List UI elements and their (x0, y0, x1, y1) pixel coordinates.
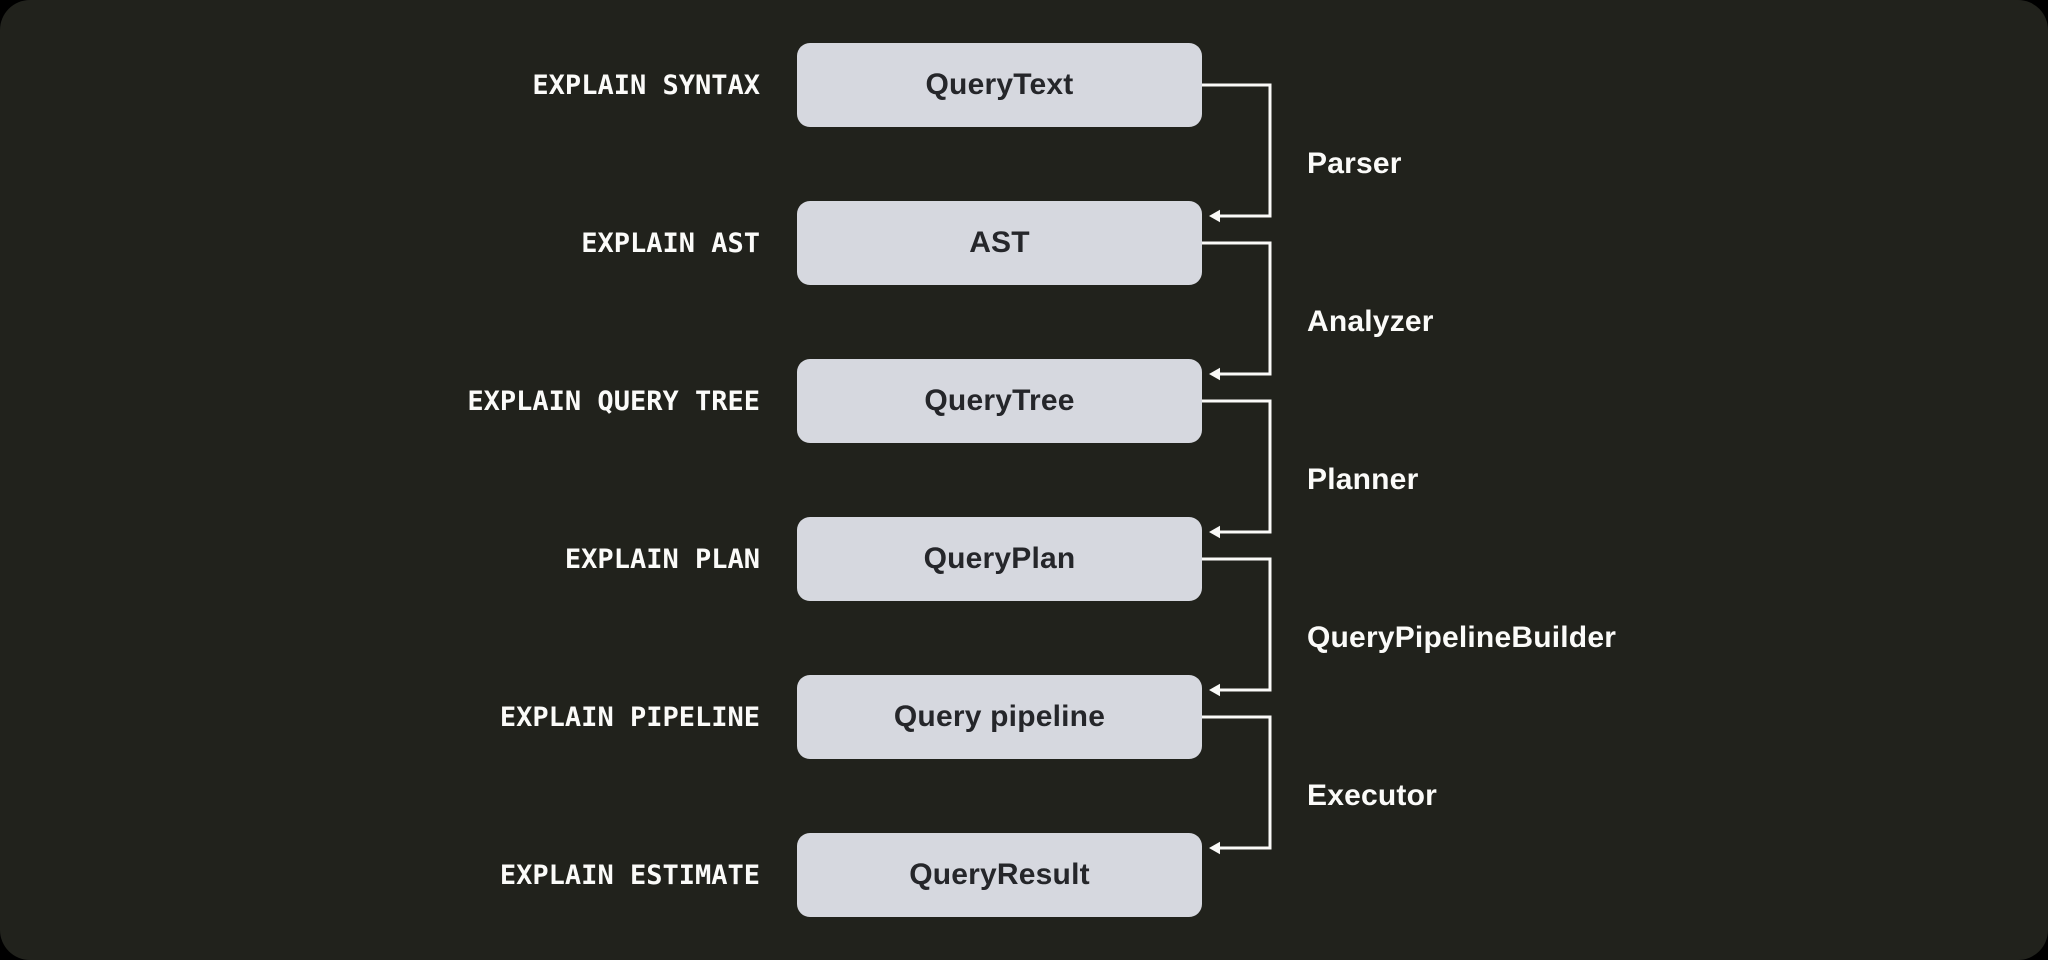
node-query-pipeline: Query pipeline (797, 675, 1202, 759)
stage-label-analyzer: Analyzer (1307, 305, 1434, 338)
command-label-explain-pipeline: EXPLAIN PIPELINE (499, 701, 760, 733)
arrowhead-icon (1209, 525, 1220, 539)
node-query-result: QueryResult (797, 833, 1202, 917)
stage-label-planner: Planner (1307, 463, 1419, 496)
stage-label-executor: Executor (1307, 779, 1437, 812)
node-query-plan: QueryPlan (797, 517, 1202, 601)
connector-executor (1202, 715, 1272, 855)
stage-label-query-pipeline-builder: QueryPipelineBuilder (1307, 621, 1617, 654)
command-label-explain-estimate: EXPLAIN ESTIMATE (499, 859, 760, 891)
arrowhead-icon (1209, 367, 1220, 381)
arrowhead-icon (1209, 683, 1220, 697)
stage-label-parser: Parser (1307, 147, 1402, 180)
node-query-tree: QueryTree (797, 359, 1202, 443)
arrowhead-icon (1209, 209, 1220, 223)
connector-query-pipeline-builder (1202, 557, 1272, 697)
command-label-explain-syntax: EXPLAIN SYNTAX (532, 69, 760, 101)
connector-parser (1202, 83, 1272, 223)
command-label-explain-query-tree: EXPLAIN QUERY TREE (467, 385, 760, 417)
arrowhead-icon (1209, 841, 1220, 855)
command-label-explain-ast: EXPLAIN AST (581, 227, 760, 259)
command-label-explain-plan: EXPLAIN PLAN (564, 543, 760, 575)
node-ast: AST (797, 201, 1202, 285)
node-query-text: QueryText (797, 43, 1202, 127)
connector-planner (1202, 399, 1272, 539)
connector-analyzer (1202, 241, 1272, 381)
